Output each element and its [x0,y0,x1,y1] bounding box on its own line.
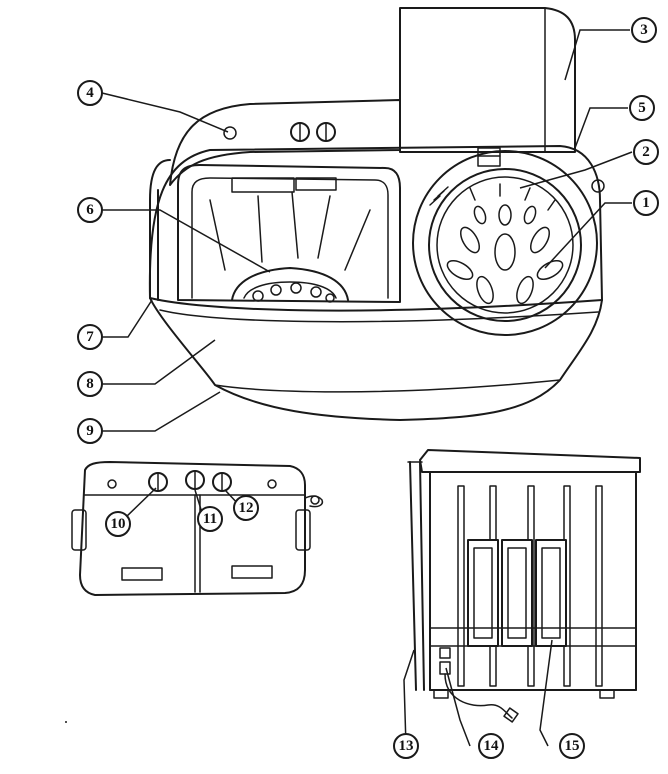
leader-lines [101,29,633,747]
control-panel-hood [169,99,401,186]
callout-label: 14 [484,738,500,754]
callout-2: 2 [633,139,659,165]
callout-label: 9 [86,423,94,439]
callout-3: 3 [631,17,657,43]
callout-label: 5 [638,100,646,116]
indicator-light [223,126,237,140]
callout-label: 1 [642,195,650,211]
side-back-view [407,449,641,723]
control-panel-knobs [148,470,232,492]
control-knobs [290,122,336,142]
callout-15: 15 [559,733,585,759]
spin-lid [399,7,576,153]
spin-basket [412,150,598,336]
callout-4: 4 [77,80,103,106]
callout-label: 2 [642,144,650,160]
wash-tub-inner [191,177,389,299]
callout-9: 9 [77,418,103,444]
callout-5: 5 [629,95,655,121]
wash-tub-ribs [209,191,371,271]
rear-panels [467,539,567,647]
pulsator [231,267,349,303]
callout-label: 4 [86,85,94,101]
left-side-wall [149,159,171,299]
callout-11: 11 [197,506,223,532]
callout-7: 7 [77,324,103,350]
callout-label: 15 [565,738,580,754]
callout-label: 3 [640,22,648,38]
top-rim [148,145,603,301]
callout-label: 8 [86,376,94,392]
callout-label: 12 [239,500,254,516]
callout-6: 6 [77,197,103,223]
base-line [214,379,561,393]
callout-label: 7 [86,329,94,345]
scan-speck [65,721,67,723]
basket-holes [446,204,564,305]
callout-label: 10 [111,516,126,532]
callout-13: 13 [393,733,419,759]
main-washer-view [148,7,605,421]
callout-8: 8 [77,371,103,397]
callout-12: 12 [233,495,259,521]
callout-14: 14 [478,733,504,759]
wash-tub-opening [177,164,401,303]
callout-label: 13 [399,738,414,754]
callout-10: 10 [105,511,131,537]
callout-1: 1 [633,190,659,216]
callout-label: 11 [203,511,217,527]
callout-label: 6 [86,202,94,218]
front-body [149,297,603,421]
